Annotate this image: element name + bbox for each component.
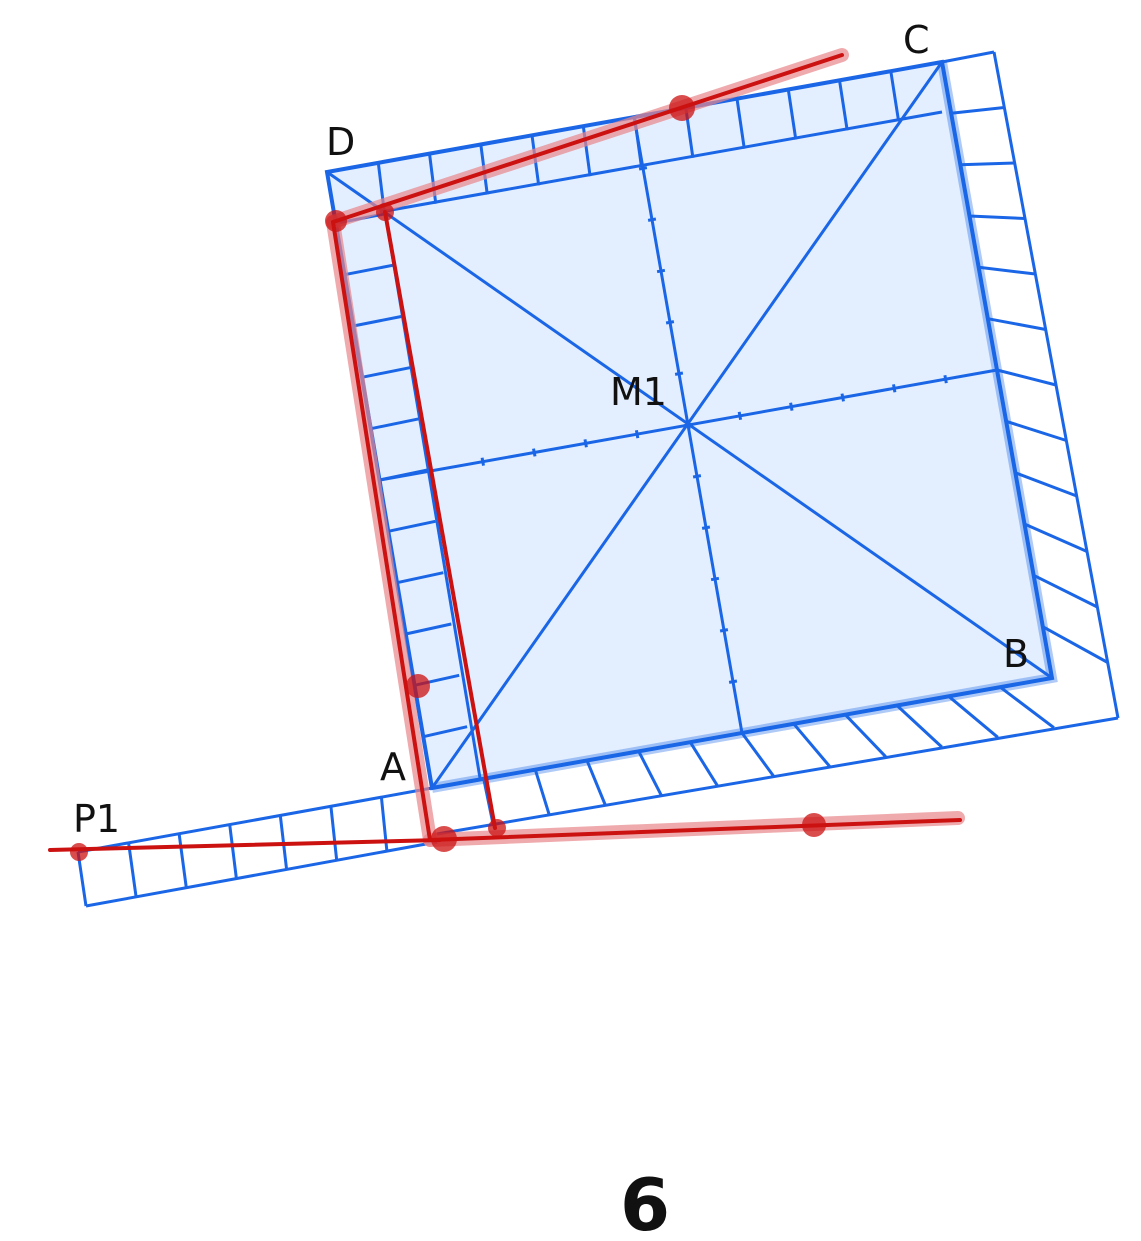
midline-tick: [686, 420, 691, 430]
midline-tick: [634, 429, 640, 439]
band-cell-divider: [889, 70, 901, 122]
strip-cell-divider: [329, 806, 339, 861]
midline-tick: [728, 679, 738, 684]
label-c: C: [903, 18, 930, 62]
red-line-bottom: [428, 818, 962, 842]
left-strip: [76, 786, 438, 908]
band-cell-divider: [422, 725, 468, 739]
band-cell-divider: [344, 263, 397, 277]
outer-band-bottom-edge: [436, 716, 1119, 836]
strip-cell-divider: [228, 824, 238, 879]
midline-tick: [665, 320, 675, 325]
band-cell-divider: [1042, 625, 1109, 664]
figure-number: 6: [620, 1163, 670, 1241]
red-point-p1: [70, 843, 88, 861]
band-cell-divider: [396, 571, 444, 585]
band-cell-divider: [689, 741, 719, 787]
band-cell-divider: [996, 368, 1057, 387]
outer-band-top-edge: [941, 50, 995, 64]
band-cell-divider: [838, 80, 849, 131]
midline-tick: [701, 525, 711, 530]
band-cell-divider: [740, 732, 775, 777]
red-point-base: [431, 826, 457, 852]
band-cell-divider: [533, 769, 551, 816]
band-cell-divider: [387, 519, 436, 533]
label-a: A: [380, 745, 406, 789]
label-b: B: [1003, 632, 1029, 676]
label-p1: P1: [73, 797, 120, 841]
band-cell-divider: [1014, 471, 1078, 498]
band-cell-divider: [844, 713, 887, 758]
band-cell-divider: [361, 365, 412, 379]
red-line-top: [331, 53, 844, 224]
red-construction: [48, 48, 965, 852]
midline-tick: [583, 439, 588, 448]
band-cell-divider: [960, 161, 1015, 167]
band-cell-divider: [1005, 419, 1067, 442]
midline-tick: [647, 217, 657, 222]
red-line-left: [331, 220, 432, 842]
midline-tick: [710, 576, 720, 582]
red-point-left: [406, 674, 430, 698]
midline-tick: [737, 411, 743, 421]
band-cell-divider: [951, 106, 1005, 115]
band-cell-divider: [1033, 573, 1098, 609]
midline-tick: [943, 374, 948, 384]
midline-tick: [638, 166, 648, 171]
left-strip-top-edge: [77, 786, 433, 854]
band-cell-divider: [947, 695, 999, 739]
band-cell-divider: [370, 417, 420, 431]
band-cell-divider: [978, 265, 1036, 276]
midline-tick: [789, 402, 794, 411]
band-cell-divider: [786, 89, 798, 140]
band-cell-divider: [999, 686, 1055, 729]
label-m1: M1: [610, 370, 667, 414]
midline-tick: [480, 457, 485, 466]
band-cell-divider: [585, 759, 607, 806]
midline-tick: [656, 268, 666, 274]
midline-tick: [532, 448, 537, 457]
midline-tick: [719, 628, 729, 633]
band-cell-divider: [969, 214, 1026, 220]
midline-tick: [892, 384, 897, 393]
red-point-inner-top: [376, 203, 394, 221]
red-points: [70, 95, 826, 861]
label-d: D: [326, 120, 355, 164]
band-cell-divider: [637, 750, 663, 796]
strip-cell-divider: [177, 833, 188, 888]
red-point-slant-foot: [488, 819, 506, 837]
band-cell-divider: [1023, 522, 1088, 553]
red-point-top: [669, 95, 695, 121]
band-cell-divider: [353, 314, 405, 328]
left-strip-end: [76, 851, 88, 907]
band-inner-edge-top: [379, 110, 943, 214]
midline-tick: [674, 371, 684, 376]
midline-tick: [692, 474, 702, 479]
red-line-p1: [48, 838, 442, 852]
left-strip-bottom-edge: [85, 840, 438, 908]
red-line-slant: [383, 210, 497, 830]
band-grid-cells: [335, 70, 1109, 825]
midline-ticks: [429, 166, 948, 684]
band-cell-divider: [895, 704, 943, 749]
band-cell-divider: [987, 317, 1046, 331]
red-point-d-corner: [325, 210, 347, 232]
strip-cell-divider: [127, 842, 138, 898]
band-cell-divider: [405, 622, 452, 636]
red-point-bottom: [802, 813, 826, 837]
band-cell-divider: [735, 98, 746, 149]
band-cell-divider: [792, 722, 831, 768]
midline-tick: [840, 393, 845, 402]
